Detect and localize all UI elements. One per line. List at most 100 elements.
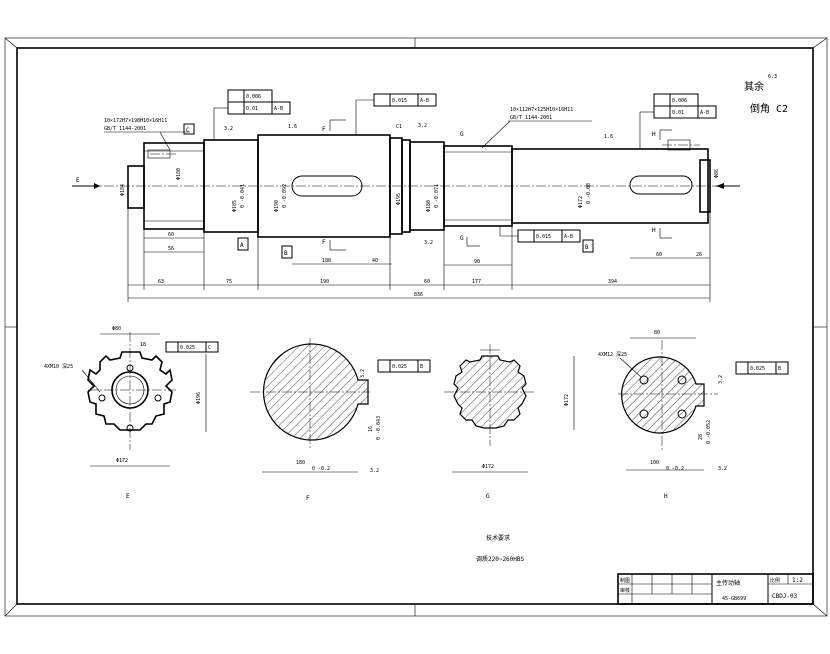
svg-text:Φ184: Φ184 [120, 184, 126, 196]
svg-text:G: G [460, 131, 464, 138]
svg-text:836: 836 [414, 292, 423, 298]
svg-text:A-B: A-B [420, 98, 429, 104]
svg-text:0 -0.2: 0 -0.2 [312, 466, 330, 472]
svg-text:3.2: 3.2 [718, 375, 724, 384]
scale: 1:2 [792, 577, 803, 584]
title-block: 制图 审核 主传动轴 45-GB699 比例 1:2 CBDJ-03 [617, 573, 814, 605]
svg-text:3.2: 3.2 [424, 240, 433, 246]
svg-text:Φ195: Φ195 [396, 193, 402, 205]
svg-text:188: 188 [322, 258, 331, 264]
svg-text:0 -0.071: 0 -0.071 [434, 184, 440, 208]
outer-border [4, 37, 828, 617]
svg-text:比例: 比例 [770, 577, 780, 584]
svg-text:F: F [322, 126, 326, 133]
section-view-g: Φ172 Φ172 G [444, 344, 575, 500]
svg-text:1.6: 1.6 [604, 134, 613, 140]
svg-text:0 -0.041: 0 -0.041 [240, 184, 246, 208]
svg-text:18: 18 [140, 342, 146, 348]
svg-text:A-B: A-B [274, 106, 283, 112]
svg-text:B: B [585, 244, 589, 251]
svg-text:3.2: 3.2 [718, 466, 727, 472]
svg-text:Φ180: Φ180 [426, 200, 432, 212]
svg-text:3.2: 3.2 [224, 126, 233, 132]
svg-text:Φ172: Φ172 [116, 458, 128, 464]
spline-callout-right-1: 10×112H7×125H10×16H11 [510, 107, 573, 113]
section-h-label: H [664, 493, 668, 500]
svg-text:0.025: 0.025 [392, 364, 407, 370]
svg-text:0.015: 0.015 [392, 98, 407, 104]
section-g-label: G [486, 493, 490, 500]
svg-text:A-B: A-B [700, 110, 709, 116]
svg-text:A-B: A-B [564, 234, 573, 240]
svg-text:80: 80 [654, 330, 660, 336]
svg-text:3.2: 3.2 [360, 369, 366, 378]
svg-text:C1: C1 [396, 124, 402, 130]
svg-text:Φ86: Φ86 [714, 169, 720, 178]
tolerance-frame-left: 0.006 0.01 A-B [213, 89, 291, 140]
svg-text:制图: 制图 [620, 577, 630, 584]
tech-requirements-text: 调质220~260HBS [476, 555, 525, 563]
dimension-lines: 60 56 188 40 90 60 26 63 75 190 60 177 3… [127, 208, 711, 302]
svg-text:A: A [240, 242, 244, 249]
svg-text:Φ172: Φ172 [578, 196, 584, 208]
svg-text:B: B [284, 250, 288, 257]
section-f-label: F [306, 495, 310, 502]
svg-text:3.2: 3.2 [370, 468, 379, 474]
svg-text:1.6: 1.6 [288, 124, 297, 130]
part-name: 主传动轴 [716, 579, 740, 587]
section-view-e: Φ80 4XM10 深25 18 0.025 C Φ196 Φ172 E [44, 326, 219, 500]
svg-text:G: G [460, 235, 464, 242]
svg-text:0 -0.043: 0 -0.043 [376, 416, 382, 440]
svg-text:180: 180 [296, 460, 305, 466]
tolerance-frame-right: 0.006 0.01 A-B [639, 93, 717, 149]
svg-text:0 -0.092: 0 -0.092 [282, 184, 288, 208]
svg-text:0 -0.2: 0 -0.2 [666, 466, 684, 472]
svg-text:0.015: 0.015 [536, 234, 551, 240]
svg-text:75: 75 [226, 279, 232, 285]
svg-text:Φ196: Φ196 [196, 392, 202, 404]
svg-text:190: 190 [320, 279, 329, 285]
svg-text:40: 40 [372, 258, 378, 264]
svg-text:0.025: 0.025 [750, 366, 765, 372]
svg-text:16: 16 [368, 426, 374, 432]
svg-text:Φ185: Φ185 [232, 200, 238, 212]
svg-text:90: 90 [474, 259, 480, 265]
chamfer-note: 倒角 C2 [750, 103, 788, 115]
svg-text:28: 28 [698, 434, 704, 440]
svg-text:C: C [208, 345, 211, 351]
svg-text:H: H [652, 227, 656, 234]
svg-text:6.3: 6.3 [768, 74, 777, 80]
svg-text:4XM10 深25: 4XM10 深25 [44, 363, 73, 370]
svg-text:0.01: 0.01 [246, 106, 258, 112]
svg-text:0.006: 0.006 [672, 98, 687, 104]
svg-text:Φ190: Φ190 [274, 200, 280, 212]
svg-text:Φ180: Φ180 [176, 168, 182, 180]
tolerance-frame-mid: 0.015 A-B [355, 93, 437, 135]
section-view-h: 80 4XM12 深25 0.025 B 3.2 28 0 -0.052 100… [598, 330, 789, 500]
svg-text:Φ172: Φ172 [482, 464, 494, 470]
svg-text:F: F [322, 239, 326, 246]
keyway-right [629, 175, 693, 195]
spline-callout-left-1: 10×172H7×198H10×16H11 [104, 118, 167, 124]
svg-text:177: 177 [472, 279, 481, 285]
svg-text:0 -0.052: 0 -0.052 [706, 420, 712, 444]
section-label-e-left: E [76, 177, 80, 184]
spline-callout-left-2: GB/T 1144-2001 [104, 126, 146, 132]
section-view-f: 3.2 0.025 B 16 0 -0.043 180 0 -0.2 3.2 F [250, 338, 431, 502]
shaft-main-view: E Φ184 Φ180 Φ18 [72, 74, 788, 302]
svg-text:Φ80: Φ80 [112, 326, 121, 332]
svg-text:0 -0.08: 0 -0.08 [586, 183, 592, 204]
tolerance-frame-bottom: 0.015 A-B [499, 226, 581, 243]
svg-text:H: H [652, 131, 656, 138]
svg-text:56: 56 [168, 246, 174, 252]
svg-text:63: 63 [158, 279, 164, 285]
tech-requirements-title: 技术要求 [486, 534, 510, 542]
svg-text:B: B [420, 364, 423, 370]
keyway-left [291, 175, 363, 197]
svg-text:394: 394 [608, 279, 617, 285]
svg-text:26: 26 [696, 252, 702, 258]
drawing-number: CBDJ-03 [772, 593, 798, 600]
roughness-note: 其余 [744, 80, 764, 93]
svg-text:60: 60 [656, 252, 662, 258]
svg-text:60: 60 [168, 232, 174, 238]
